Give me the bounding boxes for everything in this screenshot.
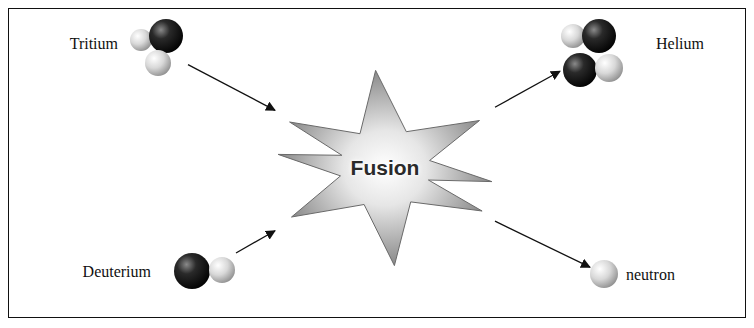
helium-nucleus	[561, 19, 623, 87]
fusion-star: Fusion	[275, 68, 495, 268]
particle-label: Deuterium	[83, 262, 151, 281]
neutron-node: neutron	[590, 260, 618, 288]
deuterium-nucleus	[174, 253, 235, 289]
particle-label: neutron	[626, 265, 675, 284]
reaction-arrow	[236, 231, 275, 253]
deuterium-node: Deuterium	[173, 252, 236, 290]
reaction-arrow	[495, 221, 590, 267]
helium-node: Helium	[560, 18, 626, 88]
neutron-particle	[590, 260, 618, 288]
particle-label: Helium	[656, 34, 704, 53]
tritium-node: Tritium	[128, 20, 188, 78]
particle-label: Tritium	[70, 34, 118, 53]
reaction-label: Fusion	[351, 156, 420, 180]
tritium-nucleus	[130, 19, 183, 76]
reaction-arrow	[188, 65, 275, 111]
reaction-arrow	[495, 71, 560, 107]
